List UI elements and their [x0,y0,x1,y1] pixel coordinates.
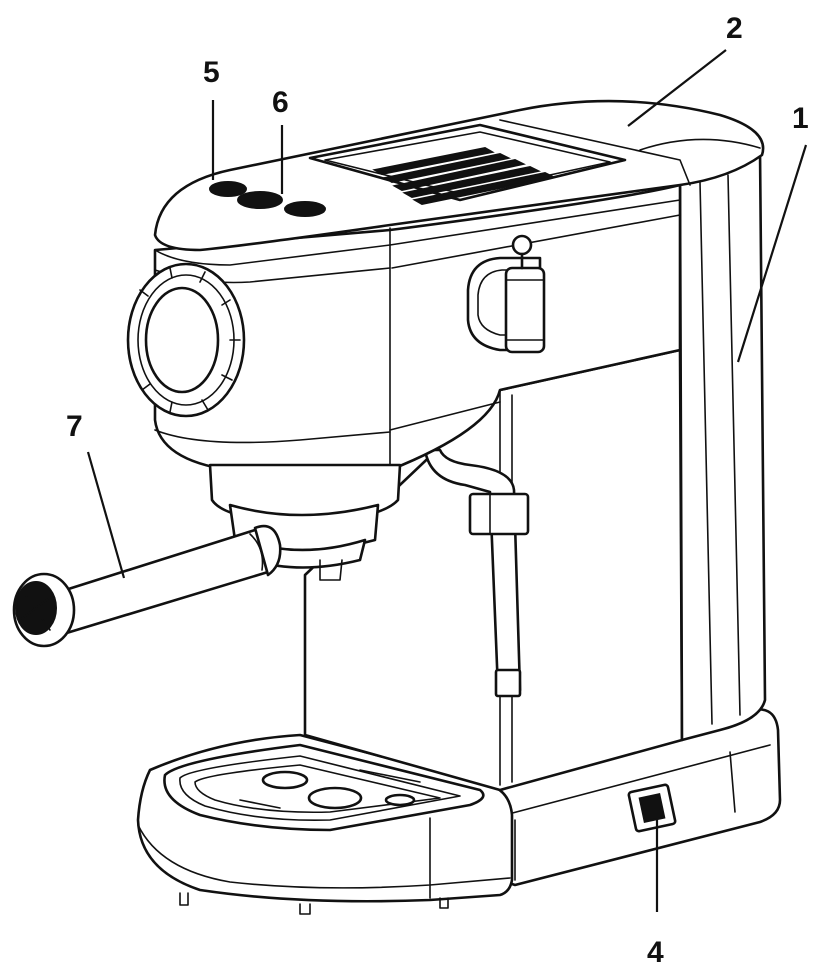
leader-2 [627,49,727,127]
steam-knob [466,234,546,354]
callout-1: 1 [792,102,809,135]
control-dial [126,262,246,418]
callout-4: 4 [647,936,664,969]
callout-2: 2 [726,12,743,45]
control-buttons [209,181,326,217]
callout-6: 6 [272,86,289,119]
steam-wand [423,448,530,698]
power-switch [627,783,677,833]
leader-7 [86,451,126,579]
callout-7: 7 [66,410,83,443]
leader-1 [736,144,808,363]
portafilter-handle [12,524,282,648]
callout-5: 5 [203,56,220,89]
machine-base [136,708,782,915]
cup-warmer-slots [372,146,557,206]
callout-labels: 1 2 4 5 6 7 [66,12,809,969]
leader-lines [86,49,808,912]
machine-head [126,99,765,472]
